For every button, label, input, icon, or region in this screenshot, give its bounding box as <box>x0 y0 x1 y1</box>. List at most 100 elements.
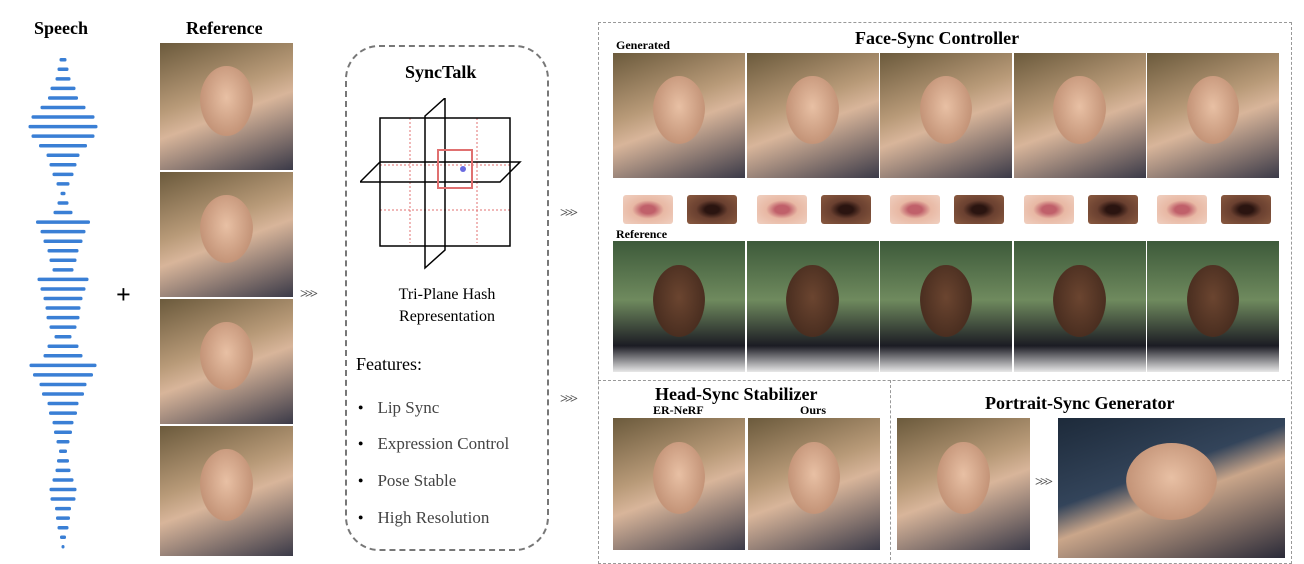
waveform-bar <box>57 67 69 72</box>
waveform-bar <box>60 535 66 539</box>
plus-sign: + <box>116 280 131 309</box>
ours-label: Ours <box>800 403 827 417</box>
generated-frame <box>1013 53 1146 178</box>
waveform-bar <box>49 325 77 329</box>
feature-item: Pose Stable <box>358 471 456 491</box>
reference-mouth-crop <box>1221 195 1271 224</box>
waveform-bar <box>57 201 69 205</box>
waveform-bar <box>56 516 70 520</box>
waveform-bar <box>49 411 77 415</box>
waveform-bar <box>53 210 73 215</box>
generated-mouth-crop <box>890 195 940 224</box>
waveform-bar <box>59 58 67 62</box>
generated-frame <box>746 53 879 178</box>
reference-mouth-crop <box>687 195 737 224</box>
features-title: Features: <box>356 354 422 374</box>
waveform-bar <box>47 344 79 348</box>
waveform-bar <box>40 105 86 110</box>
waveform-bar <box>52 478 74 482</box>
waveform-bar <box>31 115 95 119</box>
waveform-bar <box>31 134 95 138</box>
waveform-bar <box>48 96 78 100</box>
reference-frame <box>160 299 293 424</box>
waveform-bar <box>56 440 70 444</box>
caption-line1: Tri-Plane Hash <box>398 286 496 303</box>
reference-label: Reference <box>616 227 668 241</box>
reference-frame <box>160 426 293 556</box>
reference-title: Reference <box>186 18 263 38</box>
waveform-bar <box>54 430 72 434</box>
waveform-bar <box>49 163 77 167</box>
divider <box>890 380 891 560</box>
waveform-bar <box>57 459 69 463</box>
divider <box>598 380 1290 381</box>
waveform-bar <box>39 143 87 148</box>
arrow-icon: >>> <box>1035 475 1053 490</box>
waveform-bar <box>46 315 80 320</box>
er-nerf-frame <box>613 418 745 550</box>
arrow-icon: >>> <box>560 392 578 407</box>
head-sync-title: Head-Sync Stabilizer <box>655 384 818 404</box>
waveform-bar <box>28 124 98 129</box>
synctalk-box <box>345 45 549 551</box>
waveform-bar <box>52 420 74 425</box>
tri-plane-diagram <box>360 98 522 270</box>
caption-line2: Representation <box>399 308 495 325</box>
waveform-bar <box>39 382 87 387</box>
reference-frame <box>613 241 745 372</box>
arrow-icon: >>> <box>300 287 318 302</box>
waveform-bar <box>47 401 79 406</box>
waveform-bar <box>42 392 84 396</box>
synctalk-title: SyncTalk <box>405 62 477 82</box>
waveform-bar <box>46 153 80 157</box>
generated-mouth-crop <box>756 195 807 224</box>
waveform-bar <box>43 239 83 243</box>
reference-mouth-crop <box>1087 195 1138 224</box>
reference-frame <box>880 241 1012 372</box>
waveform-bar <box>56 182 70 186</box>
reference-frame <box>1147 241 1279 372</box>
waveform-bar <box>55 77 71 81</box>
generated-frame <box>613 53 745 178</box>
waveform-bar <box>52 172 74 177</box>
reference-mouth-crop <box>954 195 1004 224</box>
reference-frame <box>160 43 293 170</box>
portrait-sync-title: Portrait-Sync Generator <box>985 393 1175 413</box>
waveform-bar <box>52 268 74 272</box>
waveform-bar <box>40 229 86 234</box>
waveform-bar <box>49 258 77 263</box>
generated-mouth-crop <box>623 195 673 224</box>
waveform-bar <box>54 334 72 339</box>
waveform-bar <box>43 296 83 301</box>
speech-waveform <box>28 58 98 549</box>
waveform-bar <box>50 497 76 501</box>
face-sync-title: Face-Sync Controller <box>855 28 1020 48</box>
speech-title: Speech <box>34 18 88 38</box>
waveform-bar <box>29 363 97 368</box>
reference-mouth-crop <box>820 195 871 224</box>
waveform-bar <box>57 525 69 530</box>
feature-item: High Resolution <box>358 508 489 528</box>
waveform-bar <box>61 545 65 549</box>
waveform-bar <box>50 86 76 91</box>
waveform-bar <box>55 468 71 473</box>
er-nerf-label: ER-NeRF <box>653 403 704 417</box>
generated-mouth-crop <box>1023 195 1074 224</box>
generated-frame <box>880 53 1012 178</box>
feature-item: Lip Sync <box>358 398 439 418</box>
generated-label: Generated <box>616 38 670 52</box>
waveform-bar <box>36 220 90 224</box>
ours-frame <box>748 418 880 550</box>
waveform-bar <box>33 373 93 377</box>
waveform-bar <box>49 487 77 492</box>
generated-mouth-crop <box>1157 195 1207 224</box>
waveform-bar <box>37 277 89 282</box>
waveform-bar <box>59 449 67 454</box>
reference-frame <box>746 241 879 372</box>
portrait-full-frame <box>1058 418 1285 558</box>
reference-frame <box>160 172 293 297</box>
waveform-bar <box>60 191 66 196</box>
waveform-bar <box>40 287 86 291</box>
arrow-icon: >>> <box>560 206 578 221</box>
portrait-face-frame <box>897 418 1030 550</box>
